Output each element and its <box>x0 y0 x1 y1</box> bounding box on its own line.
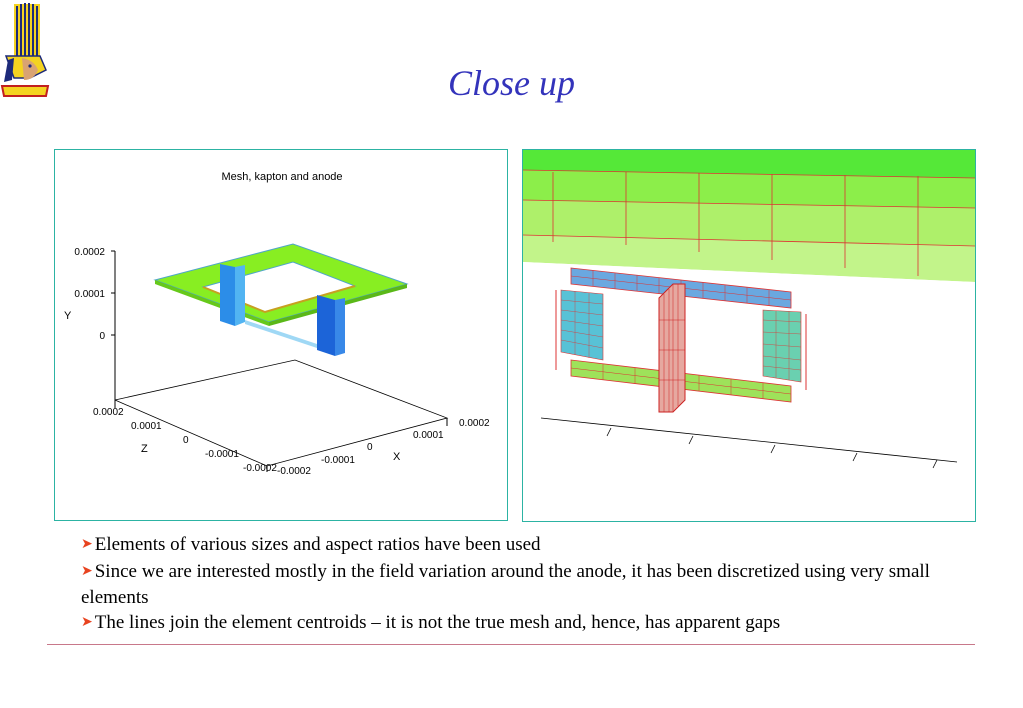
arrow-bullet-icon: ➤ <box>81 614 93 630</box>
bullet-item: ➤The lines join the element centroids – … <box>81 611 961 638</box>
bullet-text: Since we are interested mostly in the fi… <box>81 560 930 609</box>
bullet-text: The lines join the element centroids – i… <box>94 611 781 633</box>
x-tick-label: 0.0002 <box>459 418 490 429</box>
footer-divider <box>47 644 975 645</box>
bullet-item: ➤Since we are interested mostly in the f… <box>81 560 961 611</box>
arrow-bullet-icon: ➤ <box>81 563 93 579</box>
slide-title: Close up <box>447 63 575 103</box>
x-tick-label: -0.0001 <box>321 455 355 466</box>
z-axis-label: Z <box>141 443 148 455</box>
x-tick-label: 0.0001 <box>413 430 444 441</box>
y-axis-label: Y <box>64 310 72 322</box>
z-tick-label: 0 <box>183 435 189 446</box>
centroid-view-panel <box>522 149 976 522</box>
bullet-list: ➤Elements of various sizes and aspect ra… <box>81 533 961 637</box>
pharaoh-logo-icon <box>0 3 50 97</box>
plot-title: Mesh, kapton and anode <box>221 171 342 183</box>
mesh-3d-plot: Mesh, kapton and anode 0.0002 0.0001 0 Y… <box>64 171 490 477</box>
bullet-text: Elements of various sizes and aspect rat… <box>94 534 541 555</box>
kapton-blocks <box>220 264 345 356</box>
x-tick-label: 0 <box>367 442 373 453</box>
centroid-plot <box>523 150 975 469</box>
x-axis-label: X <box>393 451 401 463</box>
z-tick-label: 0.0001 <box>131 421 162 432</box>
z-tick-label: 0.0002 <box>93 407 124 418</box>
y-tick-label: 0.0002 <box>74 247 105 258</box>
mesh-frame <box>153 243 409 326</box>
z-tick-label: -0.0001 <box>205 449 239 460</box>
bullet-item: ➤Elements of various sizes and aspect ra… <box>81 533 961 560</box>
mesh-plot-panel: Mesh, kapton and anode 0.0002 0.0001 0 Y… <box>54 149 508 521</box>
x-tick-label: -0.0002 <box>277 466 311 477</box>
y-tick-label: 0.0001 <box>74 289 105 300</box>
arrow-bullet-icon: ➤ <box>81 537 93 552</box>
y-tick-label: 0 <box>99 331 105 342</box>
z-tick-label: -0.0002 <box>243 463 277 474</box>
